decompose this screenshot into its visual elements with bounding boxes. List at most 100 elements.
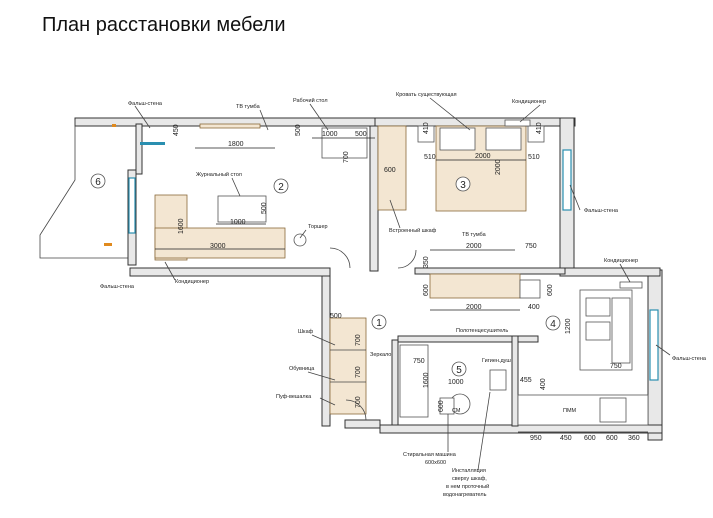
dimension-texts: 450 1800 500 1000 500 700 410 410 510 20… <box>173 122 640 442</box>
dim-2000w: 2000 <box>466 304 482 311</box>
dim-350: 350 <box>423 256 430 268</box>
annotations: Фальш-стена ТВ тумба Рабочий стол Кроват… <box>100 92 707 498</box>
label-obuvnica: Обувница <box>289 366 315 372</box>
wall-partition <box>369 125 379 272</box>
label-shkaf: Шкаф <box>298 329 314 335</box>
wall-balcony <box>39 120 135 259</box>
wall-bath-right <box>511 335 519 427</box>
room-number-5: 5 <box>456 365 462 376</box>
room-numbers: 6 2 3 1 4 5 <box>90 173 561 377</box>
dim-950: 950 <box>530 435 542 442</box>
washing-machine <box>439 397 455 415</box>
floor-lamp <box>293 233 307 247</box>
aircon-kitchen <box>619 281 643 289</box>
dim-455: 455 <box>520 377 532 384</box>
leader-lines <box>134 97 671 471</box>
dim-1200: 1200 <box>565 318 572 334</box>
label-installation: Инсталляция <box>452 468 486 474</box>
dim-600c: 600 <box>547 284 554 296</box>
dim-600d: 600 <box>438 400 445 412</box>
stove <box>599 397 627 423</box>
aircon-bedroom <box>504 119 531 127</box>
wall-corridor-top <box>414 267 566 275</box>
dim-700c: 700 <box>355 396 362 408</box>
dim-410a: 410 <box>423 122 430 134</box>
label-falsh-stena-top: Фальш-стена <box>128 101 163 107</box>
label-installation-4: водонагреватель <box>443 492 487 498</box>
room-number-2-circle <box>273 178 289 194</box>
dim-600f: 600 <box>606 435 618 442</box>
dimension-lines <box>155 137 648 433</box>
wall-bottom-hall <box>344 419 381 429</box>
dim-1000b: 1000 <box>230 219 246 226</box>
wall-bath-left <box>391 339 399 426</box>
room-number-6-circle <box>90 173 106 189</box>
desk <box>321 127 368 159</box>
room-number-6: 6 <box>95 177 101 188</box>
wall-top-right <box>374 117 576 127</box>
label-tv-tumba-2: ТВ тумба <box>462 232 487 238</box>
label-krovat: Кровать существующая <box>396 92 457 98</box>
label-installation-3: в нем проточный <box>446 483 489 490</box>
dim-2000v: 2000 <box>495 159 502 175</box>
label-vstroenny-shkaf: Встроенный шкаф <box>389 227 437 234</box>
dim-3000: 3000 <box>210 243 226 250</box>
dim-510a: 510 <box>424 154 436 161</box>
dim-500: 500 <box>295 124 302 136</box>
dim-510b: 510 <box>528 154 540 161</box>
dim-500-hall: 500 <box>330 313 342 320</box>
chair-1 <box>585 297 611 317</box>
dim-700a: 700 <box>355 334 362 346</box>
wall-kitchen-top <box>559 267 661 277</box>
chair-2 <box>585 321 611 341</box>
dim-500c: 500 <box>261 202 268 214</box>
dim-450: 450 <box>173 124 180 136</box>
bathtub <box>399 344 429 418</box>
dim-400: 400 <box>528 304 540 311</box>
nightstand-left <box>417 125 435 143</box>
label-kondicioner-living: Кондиционер <box>175 279 209 285</box>
toilet <box>489 369 507 391</box>
label-falsh-stena-right: Фальш-стена <box>584 208 619 214</box>
label-falsh-stena-kitchen: Фальш-стена <box>672 356 707 362</box>
label-rabochiy-stol: Рабочий стол <box>293 97 328 104</box>
dim-410b: 410 <box>536 122 543 134</box>
label-torsher: Торшер <box>308 224 328 230</box>
wall-hall-left <box>321 275 331 427</box>
window-bedroom <box>562 149 572 211</box>
label-kondicioner-kitchen: Кондиционер <box>604 258 638 264</box>
label-installation-2: сверху шкаф, <box>452 476 487 482</box>
dim-700b: 700 <box>355 366 362 378</box>
dim-600e: 600 <box>584 435 596 442</box>
label-stiralnaya-size: 600x600 <box>425 460 446 466</box>
marker-orange <box>112 124 116 127</box>
dim-2000: 2000 <box>475 153 491 160</box>
pillow-left <box>439 127 476 151</box>
label-stiralnaya: Стиральная машина <box>403 452 457 458</box>
window-balcony <box>128 177 136 234</box>
room-number-4-circle <box>545 315 561 331</box>
dim-750b: 750 <box>610 363 622 370</box>
dim-600: 600 <box>384 167 396 174</box>
corridor-cabinet <box>519 279 541 299</box>
label-pmm: ПММ <box>563 408 577 414</box>
dim-750c: 750 <box>413 358 425 365</box>
bench <box>611 297 631 364</box>
dim-450b: 450 <box>560 435 572 442</box>
room-number-5-circle <box>451 361 467 377</box>
label-gigien-dush: Гигиен.душ <box>482 358 511 364</box>
dim-750: 750 <box>525 243 537 250</box>
room-number-2: 2 <box>278 182 284 193</box>
dim-500b: 500 <box>355 131 367 138</box>
wall-bath-top <box>397 335 539 343</box>
room-number-4: 4 <box>550 319 556 330</box>
room-number-1: 1 <box>376 318 382 329</box>
window-kitchen <box>649 309 659 381</box>
dim-2000tv: 2000 <box>466 243 482 250</box>
wall-balcony-top <box>135 123 143 175</box>
label-tv-tumba: ТВ тумба <box>236 104 261 110</box>
label-falsh-stena-left: Фальш-стена <box>100 284 135 290</box>
label-sm: СМ <box>452 408 461 414</box>
door-entrance <box>345 399 367 421</box>
